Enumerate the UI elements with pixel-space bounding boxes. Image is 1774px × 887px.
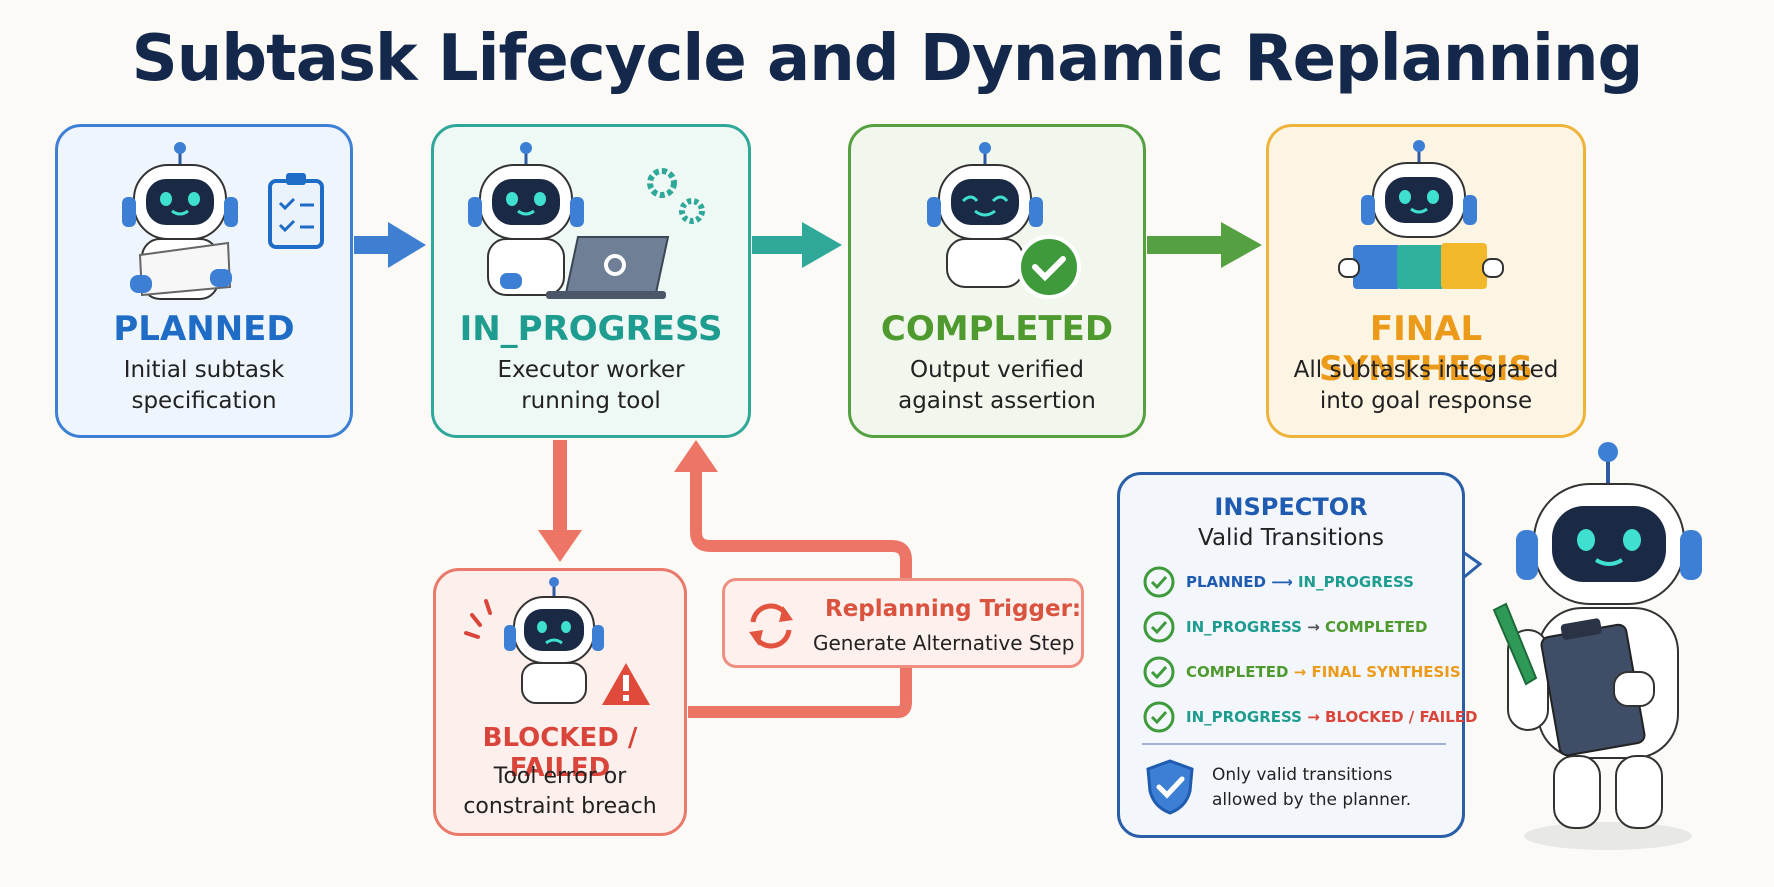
transition-row: PLANNED ⟶ IN_PROGRESS	[1142, 565, 1452, 601]
state-desc-line2: running tool	[521, 388, 661, 414]
transition-arrow: →	[1293, 663, 1307, 681]
check-circle-icon	[1143, 656, 1175, 688]
transition-to: IN_PROGRESS	[1297, 573, 1414, 591]
inspector-panel: INSPECTOR Valid Transitions PLANNED ⟶ IN…	[1117, 472, 1477, 838]
state-desc-line1: All subtasks integrated	[1293, 357, 1559, 383]
inspector-pointer	[1461, 549, 1483, 582]
state-name: FINAL SYNTHESIS	[1318, 309, 1534, 389]
arrow-replan-head	[674, 440, 718, 472]
transition-to: BLOCKED / FAILED	[1325, 708, 1478, 726]
verifier-robot-icon	[927, 142, 1081, 299]
transition-arrow: →	[1307, 618, 1320, 636]
divider	[1142, 743, 1446, 745]
replanning-subtitle: Generate Alternative Step	[813, 631, 1075, 655]
transition-text: IN_PROGRESS → BLOCKED / FAILED	[1186, 708, 1477, 726]
arrow-planned-to-progress	[354, 222, 426, 268]
transition-row: COMPLETED → FINAL SYNTHESIS	[1142, 655, 1461, 691]
inspector-note: Only valid transitions allowed by the pla…	[1212, 763, 1411, 813]
state-desc-line2: against assertion	[898, 388, 1096, 414]
state-desc-line2: into goal response	[1319, 388, 1533, 414]
arrow-progress-to-blocked	[538, 440, 582, 562]
transition-row: IN_PROGRESS → COMPLETED	[1142, 610, 1452, 646]
state-name: BLOCKED / FAILED	[482, 723, 638, 783]
transition-to: COMPLETED	[1325, 618, 1428, 636]
state-desc-line2: specification	[131, 388, 277, 414]
page-title: Subtask Lifecycle and Dynamic Replanning	[131, 22, 1644, 96]
inspector-subtitle: Valid Transitions	[1198, 525, 1384, 551]
transition-text: IN_PROGRESS → COMPLETED	[1186, 618, 1427, 636]
state-card-in-progress[interactable]: IN_PROGRESS Executor worker running tool	[431, 124, 751, 438]
arrow-replan-loop	[688, 470, 912, 718]
inspector-robot-icon	[1492, 442, 1702, 850]
state-desc-line1: Initial subtask	[123, 357, 285, 383]
transition-from: IN_PROGRESS	[1186, 618, 1302, 636]
check-circle-icon	[1143, 701, 1175, 733]
state-name: PLANNED	[113, 309, 295, 349]
transition-to: FINAL SYNTHESIS	[1311, 663, 1461, 681]
replanning-trigger-box[interactable]: Replanning Trigger: Generate Alternative…	[722, 578, 1084, 668]
state-card-planned[interactable]: PLANNED Initial subtask specification	[55, 124, 353, 438]
arrow-completed-to-synthesis	[1147, 222, 1262, 268]
note-line1: Only valid transitions	[1212, 765, 1393, 785]
inspector-title: INSPECTOR	[1214, 493, 1368, 521]
transition-from: IN_PROGRESS	[1186, 708, 1302, 726]
replanning-title: Replanning Trigger:	[825, 596, 1082, 622]
transition-arrow: ⟶	[1271, 573, 1293, 591]
state-desc-line2: constraint breach	[463, 794, 657, 819]
transition-row: IN_PROGRESS → BLOCKED / FAILED	[1142, 700, 1477, 736]
shield-check-icon	[1146, 759, 1194, 815]
integrator-robot-icon	[1338, 140, 1504, 289]
planner-robot-icon	[122, 142, 324, 300]
arrow-progress-to-completed	[752, 222, 842, 268]
state-card-completed[interactable]: COMPLETED Output verified against assert…	[848, 124, 1146, 438]
executor-robot-icon	[468, 142, 705, 299]
note-line2: allowed by the planner.	[1212, 790, 1412, 810]
state-name: IN_PROGRESS	[459, 309, 723, 349]
state-desc-line1: Output verified	[909, 357, 1085, 383]
transition-from: PLANNED	[1186, 573, 1266, 591]
transition-from: COMPLETED	[1186, 663, 1289, 681]
refresh-cycle-icon	[749, 603, 793, 649]
state-card-final-synthesis[interactable]: FINAL SYNTHESIS All subtasks integrated …	[1266, 124, 1586, 438]
sad-robot-icon	[464, 577, 650, 705]
check-circle-icon	[1143, 566, 1175, 598]
transition-arrow: →	[1307, 708, 1320, 726]
check-circle-icon	[1143, 611, 1175, 643]
state-desc-line1: Tool error or	[493, 764, 627, 789]
state-name: COMPLETED	[880, 309, 1114, 349]
state-desc-line1: Executor worker	[497, 357, 685, 383]
state-card-blocked-failed[interactable]: BLOCKED / FAILED Tool error or constrain…	[433, 568, 687, 836]
transition-text: COMPLETED → FINAL SYNTHESIS	[1186, 663, 1461, 681]
transition-text: PLANNED ⟶ IN_PROGRESS	[1186, 573, 1414, 591]
